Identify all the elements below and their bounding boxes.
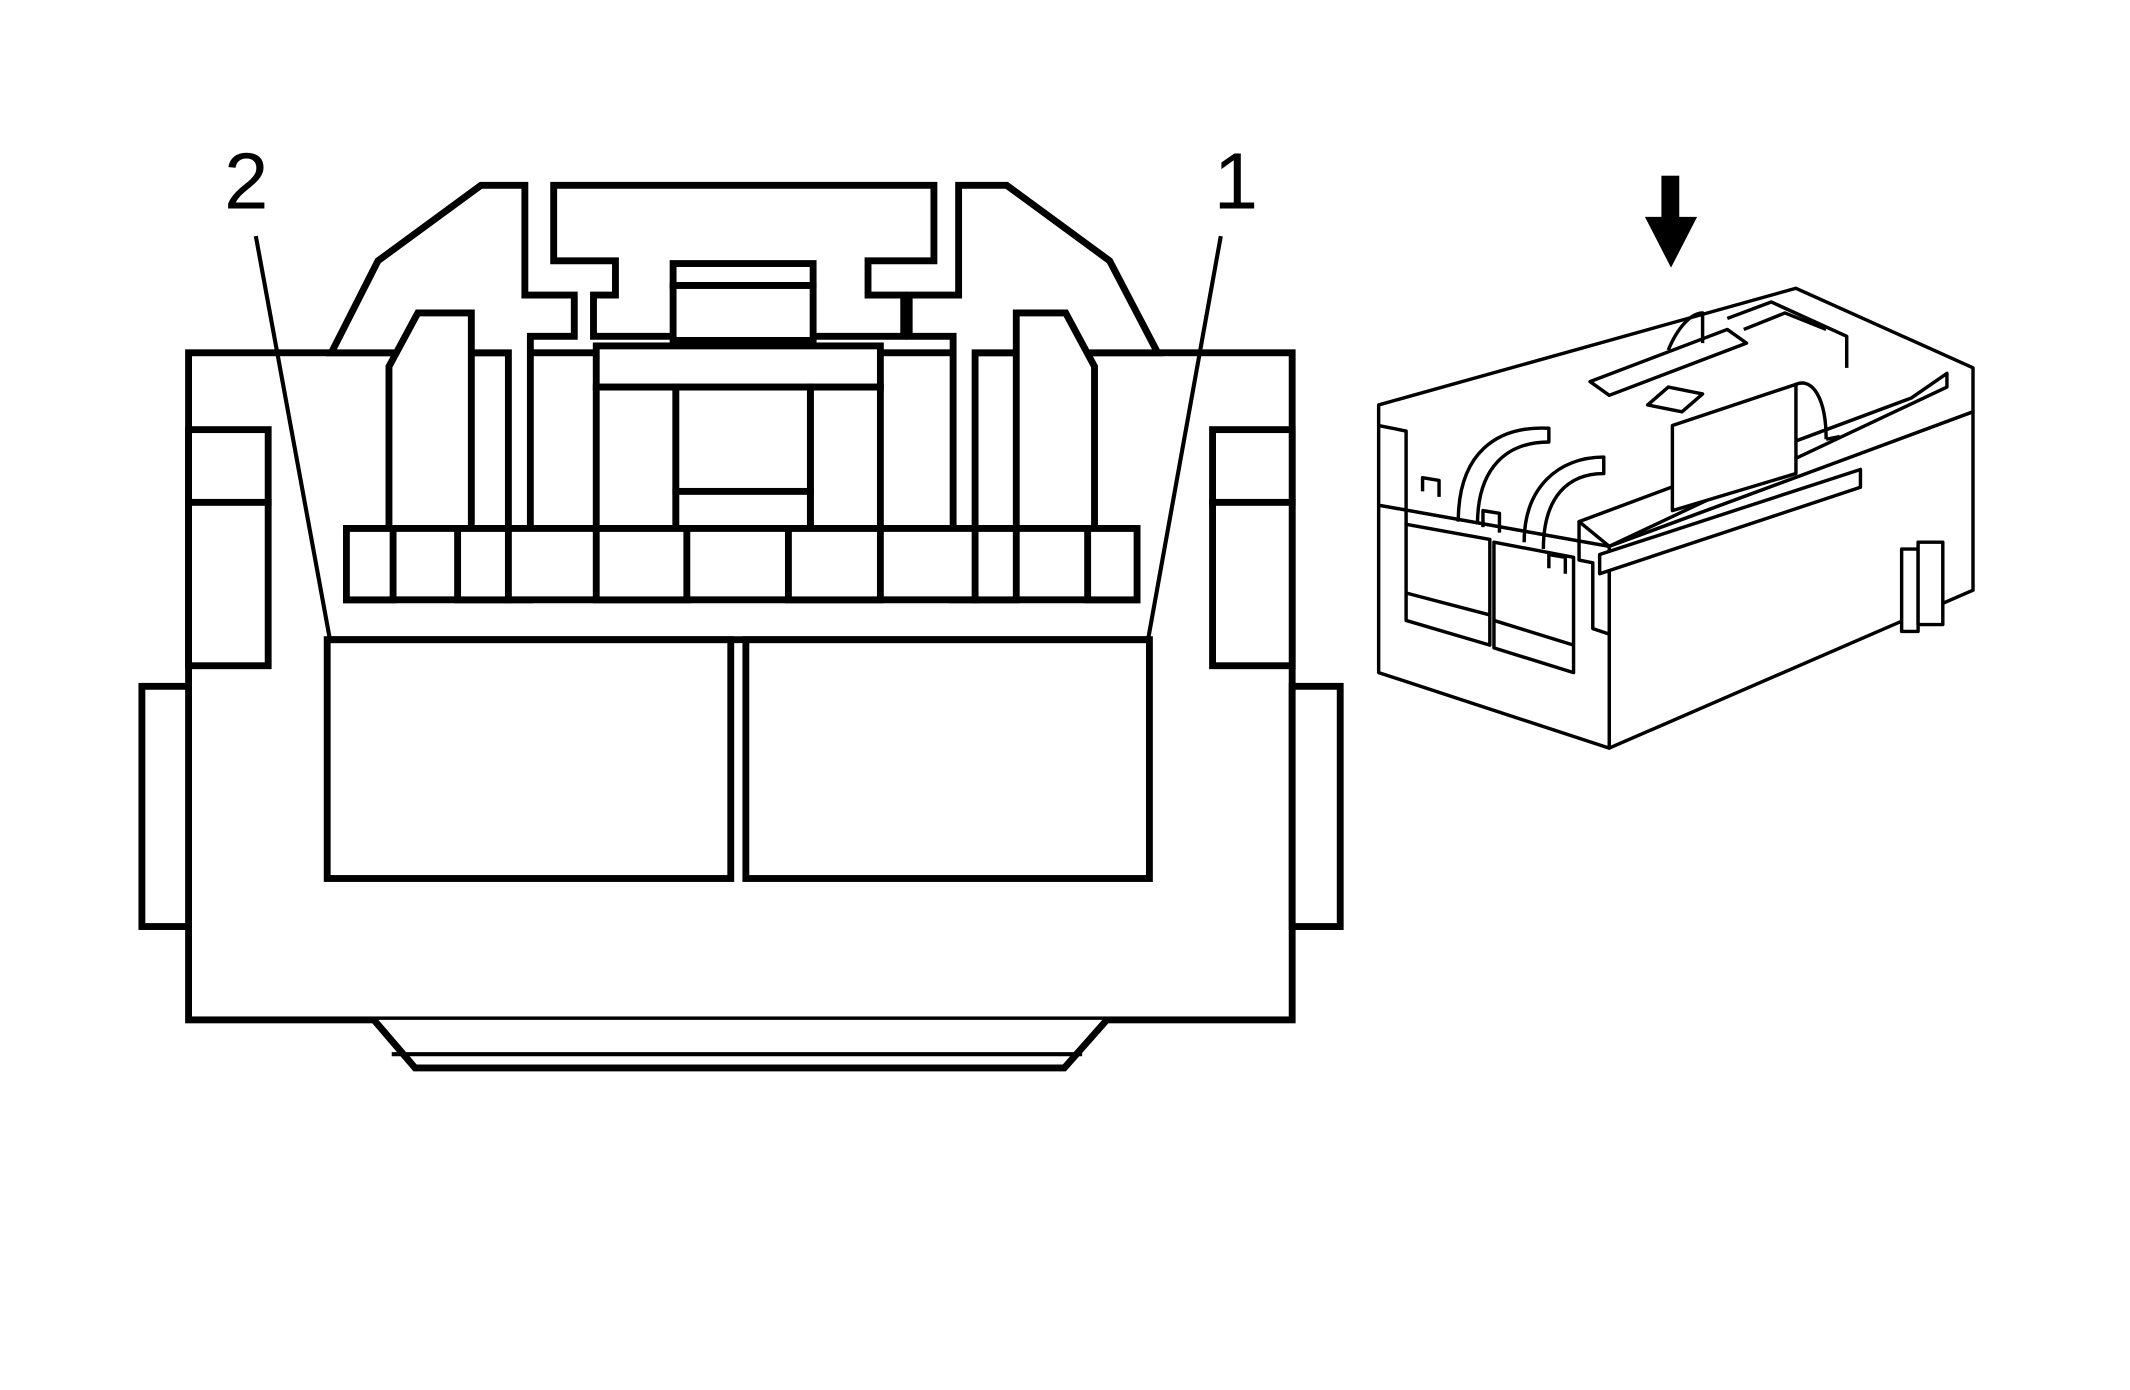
guide-slot-1 xyxy=(342,525,397,604)
center-cavity-frame xyxy=(592,342,884,391)
iso-latch-body xyxy=(1670,382,1798,513)
terminal-cavity-2 xyxy=(323,636,735,882)
right-latch-finger xyxy=(1012,309,1098,532)
pin-1-leader-line xyxy=(1146,235,1223,641)
left-latch-finger xyxy=(385,309,475,532)
iso-terminal-pin-2 xyxy=(1481,508,1502,533)
right-side-tab xyxy=(1288,682,1344,930)
iso-latch-hinge xyxy=(1666,311,1705,351)
iso-terminal-pin-3 xyxy=(1547,552,1568,574)
terminal-cavity-1 xyxy=(742,636,1153,882)
guide-slot-2 xyxy=(454,525,512,604)
guide-slot-5 xyxy=(971,525,1020,604)
iso-latch-rail xyxy=(1726,300,1849,368)
iso-terminal-pin-1 xyxy=(1420,475,1441,497)
guide-slot-3 xyxy=(592,525,691,604)
iso-latch-top xyxy=(1588,327,1749,398)
center-cavity-core xyxy=(672,383,814,495)
iso-front-lip xyxy=(1378,423,1408,525)
iso-side-slot xyxy=(1597,467,1863,576)
iso-latch-rail-2 xyxy=(1743,311,1827,332)
iso-cavity-left xyxy=(1404,522,1492,647)
guide-slot-6 xyxy=(1084,525,1141,604)
latch-button xyxy=(669,282,817,344)
iso-arch-left xyxy=(1456,426,1551,525)
connector-isometric-view xyxy=(1376,286,1975,750)
iso-side-window-2 xyxy=(1916,540,1945,627)
down-arrow-icon xyxy=(1644,175,1698,268)
iso-cavity-left-floor xyxy=(1405,591,1491,617)
iso-latch-post xyxy=(1825,434,1841,441)
left-side-tab xyxy=(138,682,192,930)
center-cavity-core-base xyxy=(672,487,814,532)
iso-latch-spring xyxy=(1795,381,1828,440)
housing-bottom-skirt xyxy=(371,1017,1110,1072)
right-rib-lower xyxy=(1209,498,1296,670)
connector-face-view xyxy=(138,181,1344,1072)
center-cavity-left xyxy=(592,383,680,532)
guide-slot-4 xyxy=(784,525,884,604)
iso-arch-right xyxy=(1522,455,1606,550)
iso-cavity-right xyxy=(1492,540,1576,675)
left-rib-upper xyxy=(185,426,272,506)
right-rib-upper xyxy=(1209,426,1296,506)
iso-cavity-right-floor xyxy=(1493,618,1575,647)
iso-top-deck xyxy=(1376,286,1975,549)
pin-2-label: 2 xyxy=(224,137,268,226)
iso-side-window xyxy=(1899,547,1920,634)
iso-latch-ramp xyxy=(1645,385,1705,414)
iso-front-step xyxy=(1577,521,1610,636)
center-cavity-right xyxy=(806,383,884,532)
left-rib-lower xyxy=(185,498,272,670)
pin-2-leader-line xyxy=(253,235,332,641)
pin-1-label: 1 xyxy=(1214,137,1258,226)
